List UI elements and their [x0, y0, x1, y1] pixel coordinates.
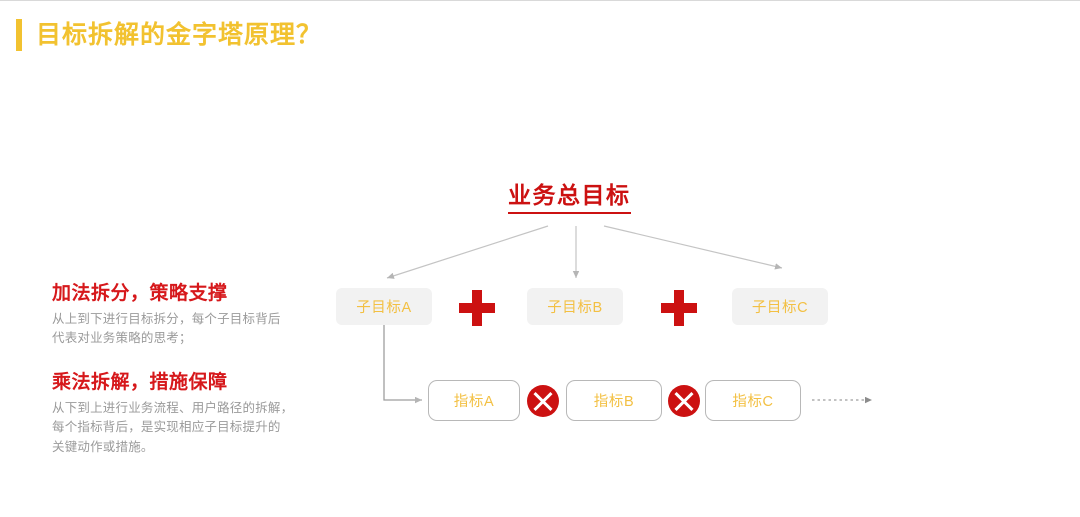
plus-icon-vertical	[472, 290, 482, 326]
page-title: 目标拆解的金字塔原理？	[16, 18, 322, 52]
explanation-heading-addition: 加法拆分，策略支撑	[52, 283, 228, 304]
multiply-icon	[668, 385, 700, 417]
explanation-line: 代表对业务策略的思考；	[52, 331, 192, 346]
top-goal-label: 业务总目标	[508, 182, 631, 214]
multiply-icon-stroke	[674, 391, 694, 411]
indicator-box-b: 指标B	[566, 380, 662, 421]
plus-icon	[459, 290, 495, 326]
multiply-icon	[527, 385, 559, 417]
plus-icon-horizontal	[459, 303, 495, 313]
subgoal-chip-b: 子目标B	[527, 288, 623, 325]
page-title-text: 目标拆解的金字塔原理？	[36, 20, 323, 49]
subgoal-chip-c: 子目标C	[732, 288, 828, 325]
explanation-block-multiplication: 乘法拆解，措施保障 从下到上进行业务流程、用户路径的拆解， 每个指标背后，是实现…	[52, 372, 322, 457]
explanation-body-multiplication: 从下到上进行业务流程、用户路径的拆解， 每个指标背后，是实现相应子目标提升的 关…	[52, 399, 322, 457]
plus-icon	[661, 290, 697, 326]
indicator-box-a: 指标A	[428, 380, 520, 421]
explanation-heading-multiplication: 乘法拆解，措施保障	[52, 372, 228, 393]
subgoal-chip-a: 子目标A	[336, 288, 432, 325]
explanation-body-addition: 从上到下进行目标拆分，每个子目标背后 代表对业务策略的思考；	[52, 310, 322, 349]
explanation-line: 从下到上进行业务流程、用户路径的拆解，	[52, 400, 294, 415]
plus-icon-vertical	[674, 290, 684, 326]
multiply-icon-stroke	[674, 391, 694, 411]
indicator-box-c: 指标C	[705, 380, 801, 421]
explanation-line: 关键动作或措施。	[52, 439, 154, 454]
explanation-line: 每个指标背后，是实现相应子目标提升的	[52, 420, 281, 435]
title-accent-bar	[16, 19, 22, 51]
top-divider	[0, 0, 1080, 1]
plus-icon-horizontal	[661, 303, 697, 313]
multiply-icon-stroke	[533, 391, 553, 411]
connector-subgoal-a-to-indicator-a	[383, 325, 422, 404]
explanation-block-addition: 加法拆分，策略支撑 从上到下进行目标拆分，每个子目标背后 代表对业务策略的思考；	[52, 283, 322, 349]
multiply-icon-stroke	[533, 391, 553, 411]
connector-goal-to-subgoal-c	[603, 225, 783, 270]
explanation-line: 从上到下进行目标拆分，每个子目标背后	[52, 311, 281, 326]
connector-goal-to-subgoal-a	[386, 225, 549, 279]
